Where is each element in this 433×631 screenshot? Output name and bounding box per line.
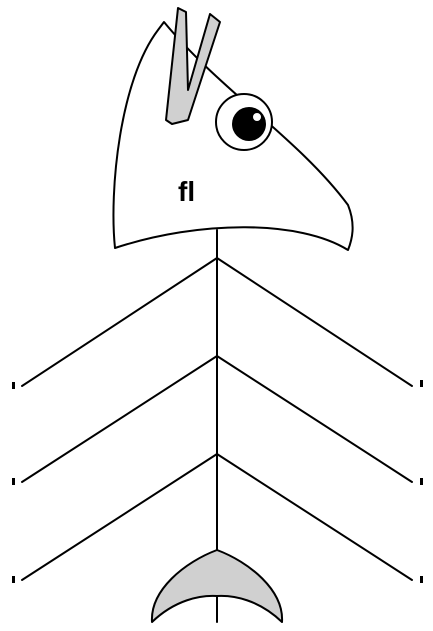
rib-end-mark [420,478,423,485]
rib-end-mark [12,478,15,485]
rib-end-mark [420,576,423,583]
rib-lower-left [22,454,217,580]
rib-middle-left [22,356,217,482]
rib-end-mark [12,382,15,389]
rib-end-mark [420,380,423,387]
head-label: fl [178,176,195,207]
rib-end-mark [12,576,15,583]
fish-eye-icon [216,94,272,150]
eye-highlight [253,113,261,121]
eye-pupil [232,107,266,141]
rib-upper-left [22,258,217,386]
rib-upper-right [217,258,412,386]
rib-middle-right [217,356,412,482]
rib-lower-right [217,454,412,580]
